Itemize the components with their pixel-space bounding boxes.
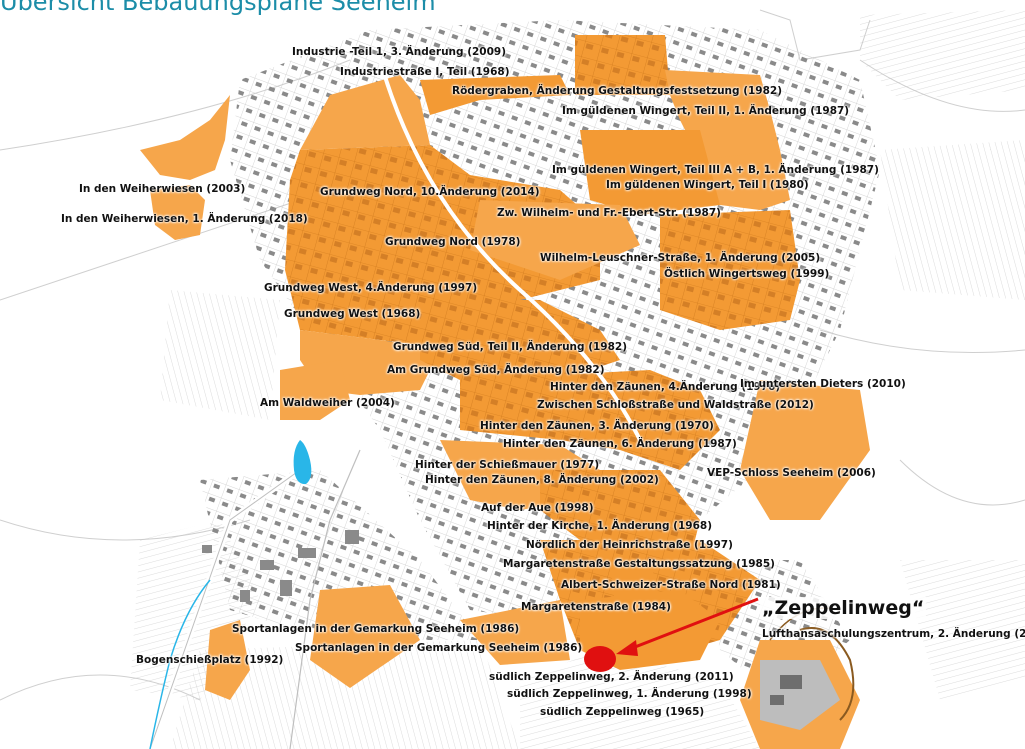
plan-label[interactable]: Hinter den Zäunen, 6. Änderung (1987) — [503, 438, 737, 450]
plan-label[interactable]: Im güldenen Wingert, Teil II, 1. Änderun… — [562, 105, 850, 117]
plan-label[interactable]: Grundweg Süd, Teil II, Änderung (1982) — [393, 341, 628, 353]
plan-label[interactable]: Hinter der Schießmauer (1977) — [415, 459, 600, 471]
plan-label[interactable]: Industriestraße I, Teil (1968) — [340, 66, 510, 78]
plan-label[interactable]: Auf der Aue (1998) — [481, 502, 594, 514]
plan-label[interactable]: Im untersten Dieters (2010) — [740, 378, 906, 390]
plan-label[interactable]: Sportanlagen in der Gemarkung Seeheim (1… — [232, 623, 520, 635]
plan-label[interactable]: Am Waldweiher (2004) — [260, 397, 395, 409]
plan-label[interactable]: Nördlich der Heinrichstraße (1997) — [526, 539, 733, 551]
page-title: Übersicht Bebauungspläne Seeheim — [0, 0, 436, 16]
plan-label[interactable]: In den Weiherwiesen, 1. Änderung (2018) — [61, 213, 308, 225]
plan-label[interactable]: Hinter den Zäunen, 8. Änderung (2002) — [425, 474, 659, 486]
plan-label[interactable]: Hinter der Kirche, 1. Änderung (1968) — [487, 520, 712, 532]
field-strips — [130, 10, 1025, 749]
plan-label[interactable]: südlich Zeppelinweg, 2. Änderung (2011) — [489, 671, 734, 683]
zeppelinweg-callout — [584, 597, 759, 672]
plan-label[interactable]: Östlich Wingertsweg (1999) — [664, 268, 830, 280]
red-arrow-icon — [616, 640, 638, 656]
plan-label[interactable]: Industrie -Teil 1, 3. Änderung (2009) — [292, 46, 507, 58]
plan-label[interactable]: In den Weiherwiesen (2003) — [79, 183, 246, 195]
plan-label[interactable]: Grundweg Nord, 10.Änderung (2014) — [320, 186, 540, 198]
lufthansa-campus — [760, 660, 840, 730]
plan-label[interactable]: Zw. Wilhelm- und Fr.-Ebert-Str. (1987) — [497, 207, 721, 219]
plan-label[interactable]: Bogenschießplatz (1992) — [136, 654, 284, 666]
plan-label[interactable]: Grundweg West, 4.Änderung (1997) — [264, 282, 478, 294]
plan-areas — [140, 35, 870, 749]
plan-label[interactable]: Margaretenstraße Gestaltungssatzung (198… — [503, 558, 775, 570]
red-ellipse-marker-icon — [584, 646, 616, 672]
buildings-sports — [202, 530, 359, 602]
plan-label[interactable]: Im güldenen Wingert, Teil I (1980) — [606, 179, 809, 191]
plan-label[interactable]: Wilhelm-Leuschner-Straße, 1. Änderung (2… — [540, 252, 821, 264]
water-bodies — [149, 440, 312, 749]
plan-label[interactable]: Zwischen Schloßstraße und Waldstraße (20… — [537, 399, 814, 411]
plan-label[interactable]: südlich Zeppelinweg (1965) — [540, 706, 705, 718]
plan-label[interactable]: Sportanlagen in der Gemarkung Seeheim (1… — [295, 642, 583, 654]
plan-label[interactable]: Grundweg West (1968) — [284, 308, 421, 320]
plan-label[interactable]: Lufthansaschulungszentrum, 2. Änderung (… — [762, 628, 1025, 640]
plan-label[interactable]: VEP-Schloss Seeheim (2006) — [707, 467, 876, 479]
plan-label[interactable]: Hinter den Zäunen, 3. Änderung (1970) — [480, 420, 714, 432]
plan-label[interactable]: Rödergraben, Änderung Gestaltungsfestset… — [452, 85, 783, 97]
plan-label[interactable]: Margaretenstraße (1984) — [521, 601, 671, 613]
plan-label[interactable]: Im güldenen Wingert, Teil III A + B, 1. … — [552, 164, 879, 176]
plan-label[interactable]: Albert-Schweizer-Straße Nord (1981) — [561, 579, 781, 591]
zeppelinweg-callout-label: „Zeppelinweg“ — [760, 597, 927, 619]
plan-label[interactable]: südlich Zeppelinweg, 1. Änderung (1998) — [507, 688, 752, 700]
plan-label[interactable]: Am Grundweg Süd, Änderung (1982) — [387, 364, 605, 376]
plan-label[interactable]: Hinter den Zäunen, 4.Änderung (1976) — [550, 381, 781, 393]
plan-label[interactable]: Grundweg Nord (1978) — [385, 236, 521, 248]
